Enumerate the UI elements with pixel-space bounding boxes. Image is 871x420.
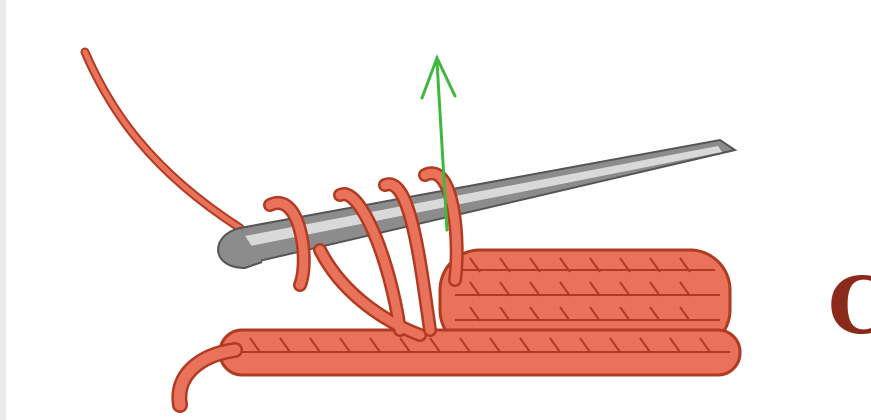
yarn-tail-top bbox=[85, 52, 240, 228]
side-letter: C bbox=[828, 268, 871, 346]
